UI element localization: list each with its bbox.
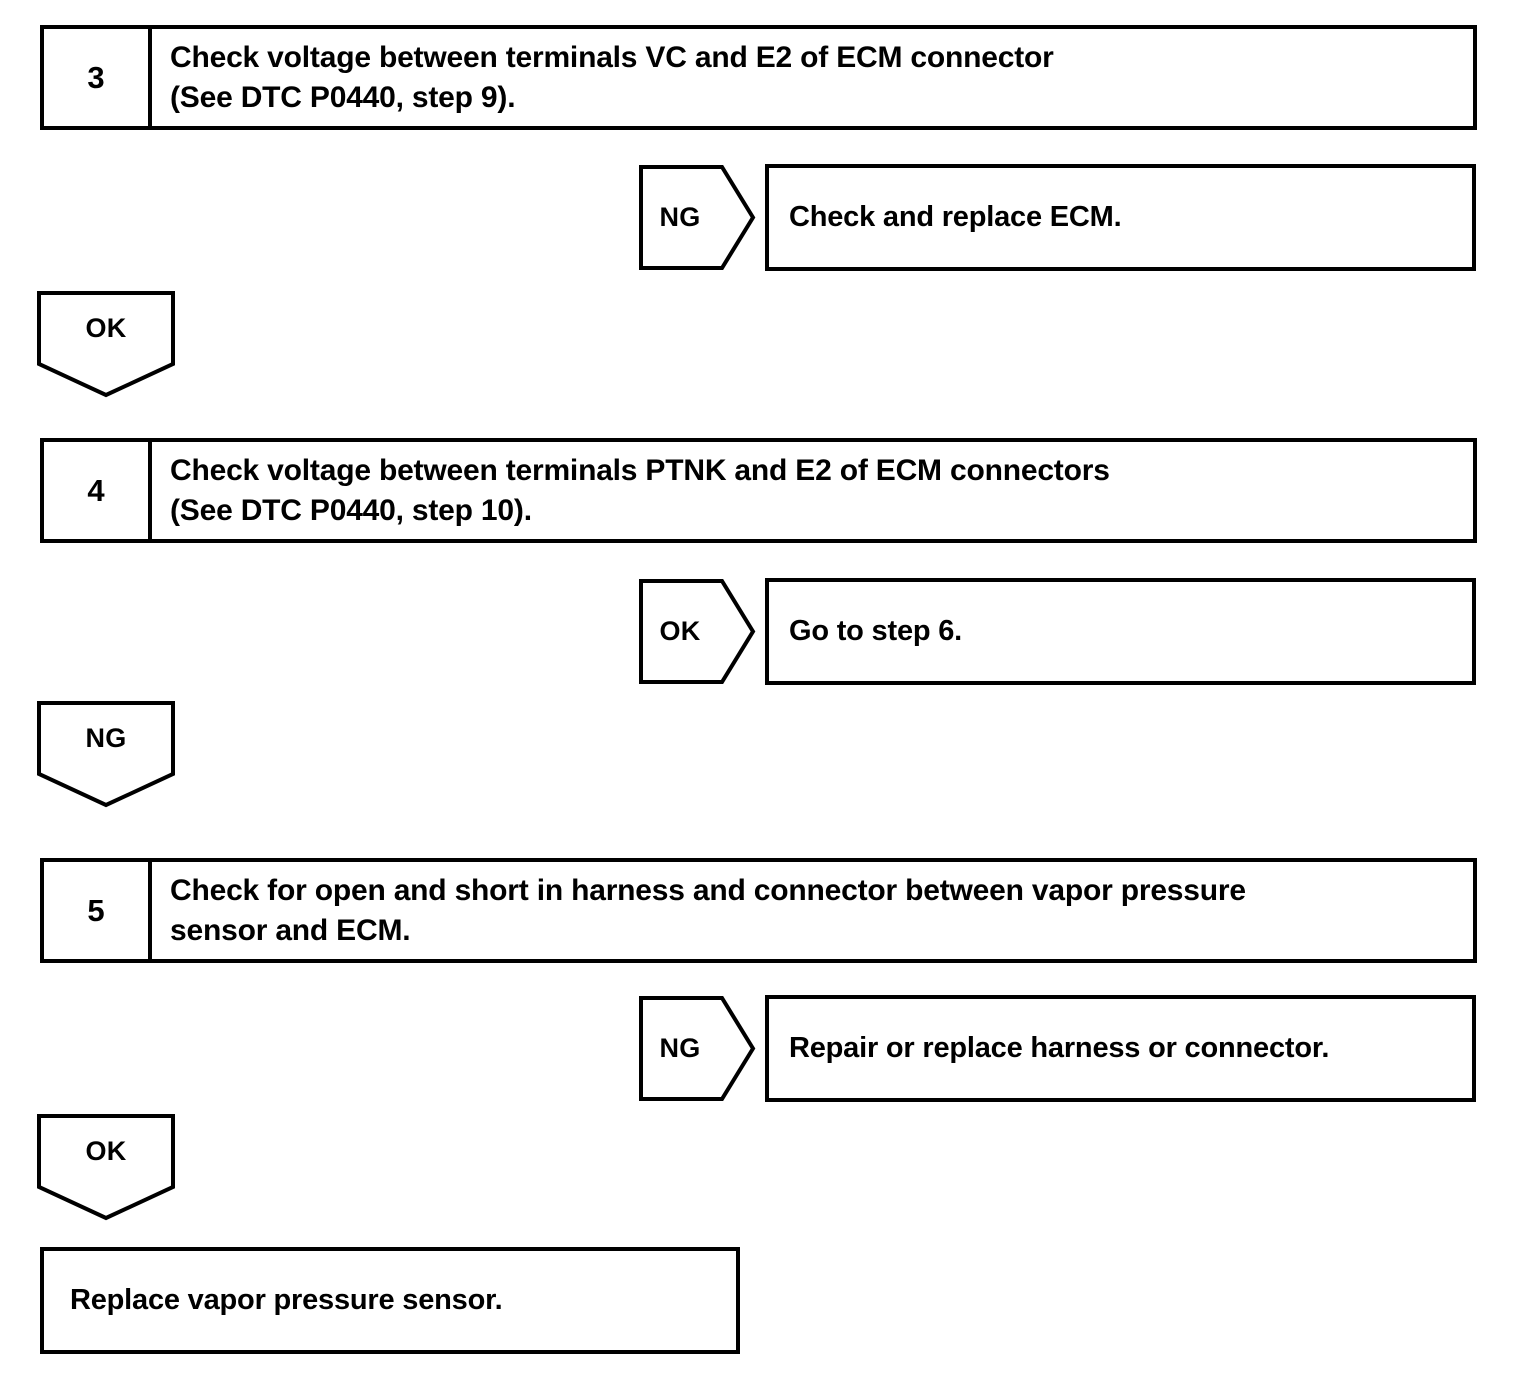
branch-marker-ng-step-5-label: NG xyxy=(659,1033,701,1063)
step-box-4[interactable]: 4 Check voltage between terminals PTNK a… xyxy=(40,438,1477,543)
result-box-repair-or-replace-harness-label: Repair or replace harness or connector. xyxy=(789,1032,1330,1064)
step-text-5-line-1: Check for open and short in harness and … xyxy=(170,873,1246,907)
step-text-5-line-2: sensor and ECM. xyxy=(170,913,411,947)
step-text-4-line-1: Check voltage between terminals PTNK and… xyxy=(170,453,1110,487)
step-text-5: Check for open and short in harness and … xyxy=(152,862,1473,959)
step-text-3-line-2: (See DTC P0440, step 9). xyxy=(170,80,516,114)
flow-marker-ok-to-final-label: OK xyxy=(85,1135,127,1166)
result-box-check-and-replace-ecm-label: Check and replace ECM. xyxy=(789,201,1122,233)
step-number-5: 5 xyxy=(44,862,152,959)
step-number-3: 3 xyxy=(44,29,152,126)
flow-marker-ng-to-step-5-label: NG xyxy=(85,722,127,753)
step-text-3-line-1: Check voltage between terminals VC and E… xyxy=(170,40,1054,74)
branch-marker-ng-step-5: NG xyxy=(638,995,756,1102)
branch-marker-ng-step-3-label: NG xyxy=(659,202,701,232)
flow-marker-ok-to-step-4: OK xyxy=(36,290,176,398)
result-box-go-to-step-6-label: Go to step 6. xyxy=(789,615,963,647)
final-action-box[interactable]: Replace vapor pressure sensor. xyxy=(40,1247,740,1354)
branch-marker-ok-step-4-label: OK xyxy=(659,616,701,646)
step-text-4: Check voltage between terminals PTNK and… xyxy=(152,442,1473,539)
result-box-repair-or-replace-harness[interactable]: Repair or replace harness or connector. xyxy=(765,995,1476,1102)
branch-marker-ok-step-4: OK xyxy=(638,578,756,685)
result-box-go-to-step-6[interactable]: Go to step 6. xyxy=(765,578,1476,685)
step-number-4: 4 xyxy=(44,442,152,539)
flow-marker-ng-to-step-5: NG xyxy=(36,700,176,808)
step-text-4-line-2: (See DTC P0440, step 10). xyxy=(170,493,532,527)
flow-marker-ok-to-step-4-label: OK xyxy=(85,312,127,343)
branch-marker-ng-step-3: NG xyxy=(638,164,756,271)
flow-marker-ok-to-final: OK xyxy=(36,1113,176,1221)
step-text-3: Check voltage between terminals VC and E… xyxy=(152,29,1473,126)
final-action-label: Replace vapor pressure sensor. xyxy=(70,1284,503,1316)
result-box-check-and-replace-ecm[interactable]: Check and replace ECM. xyxy=(765,164,1476,271)
step-box-3[interactable]: 3 Check voltage between terminals VC and… xyxy=(40,25,1477,130)
step-box-5[interactable]: 5 Check for open and short in harness an… xyxy=(40,858,1477,963)
